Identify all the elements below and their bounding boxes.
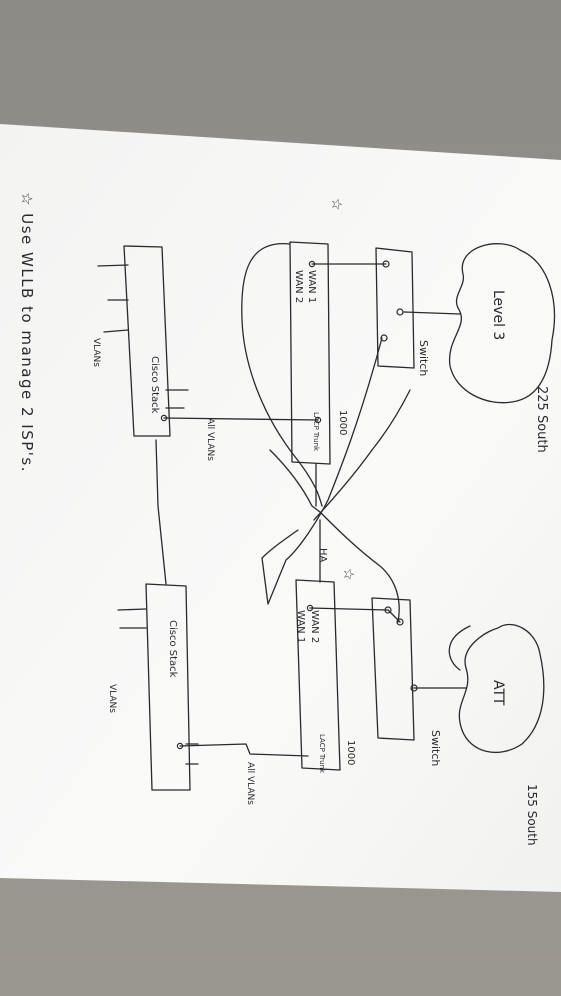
trunk-top-label: All VLANs [205, 418, 215, 461]
firewall-top-box [289, 241, 331, 465]
firewall-bottom-wan1: WAN 1 [295, 610, 306, 643]
cloud-att-outline [458, 623, 545, 753]
firewall-top-wan2: WAN 2 [293, 270, 304, 303]
switch-top-label: Switch [417, 340, 430, 376]
stack-bottom-label: Cisco Stack [167, 620, 178, 678]
cloud-att-label: ATT [490, 680, 506, 706]
star-top: ☆ [328, 198, 344, 211]
management-note: ☆ Use WLLB to manage 2 ISP's. [18, 192, 36, 473]
port-markers [160, 260, 418, 750]
firewall-top-wan1: WAN 1 [306, 270, 317, 303]
star-mid: ☆ [340, 568, 356, 581]
cloud-level3-label: Level 3 [490, 290, 506, 340]
site-a-name: 225 South [534, 386, 549, 453]
firewall-bottom-wan2: WAN 2 [309, 610, 320, 643]
switch-top-box [375, 247, 415, 369]
firewall-bottom-model: 1000 [345, 740, 356, 765]
stack-bottom-box [145, 583, 191, 791]
paper-sheet [0, 124, 561, 892]
vlans-top-label: VLANs [91, 338, 101, 367]
firewall-top-lacp: LACP Trunk [312, 412, 320, 452]
trunk-bottom-label: All VLANs [245, 762, 255, 805]
ha-label: HA [317, 548, 328, 563]
switch-bottom-box [371, 597, 415, 741]
stack-top-box [123, 245, 171, 437]
firewall-top-model: 1000 [337, 410, 348, 435]
firewall-bottom-box [295, 579, 341, 771]
stack-top-label: Cisco Stack [149, 356, 160, 414]
site-b-name: 155 South [525, 784, 539, 846]
cloud-level3-outline [448, 243, 556, 404]
ink-lines [97, 241, 556, 791]
firewall-bottom-lacp: LACP Trunk [318, 734, 326, 774]
switch-bottom-label: Switch [429, 730, 442, 766]
vlans-bottom-label: VLANs [107, 684, 117, 713]
